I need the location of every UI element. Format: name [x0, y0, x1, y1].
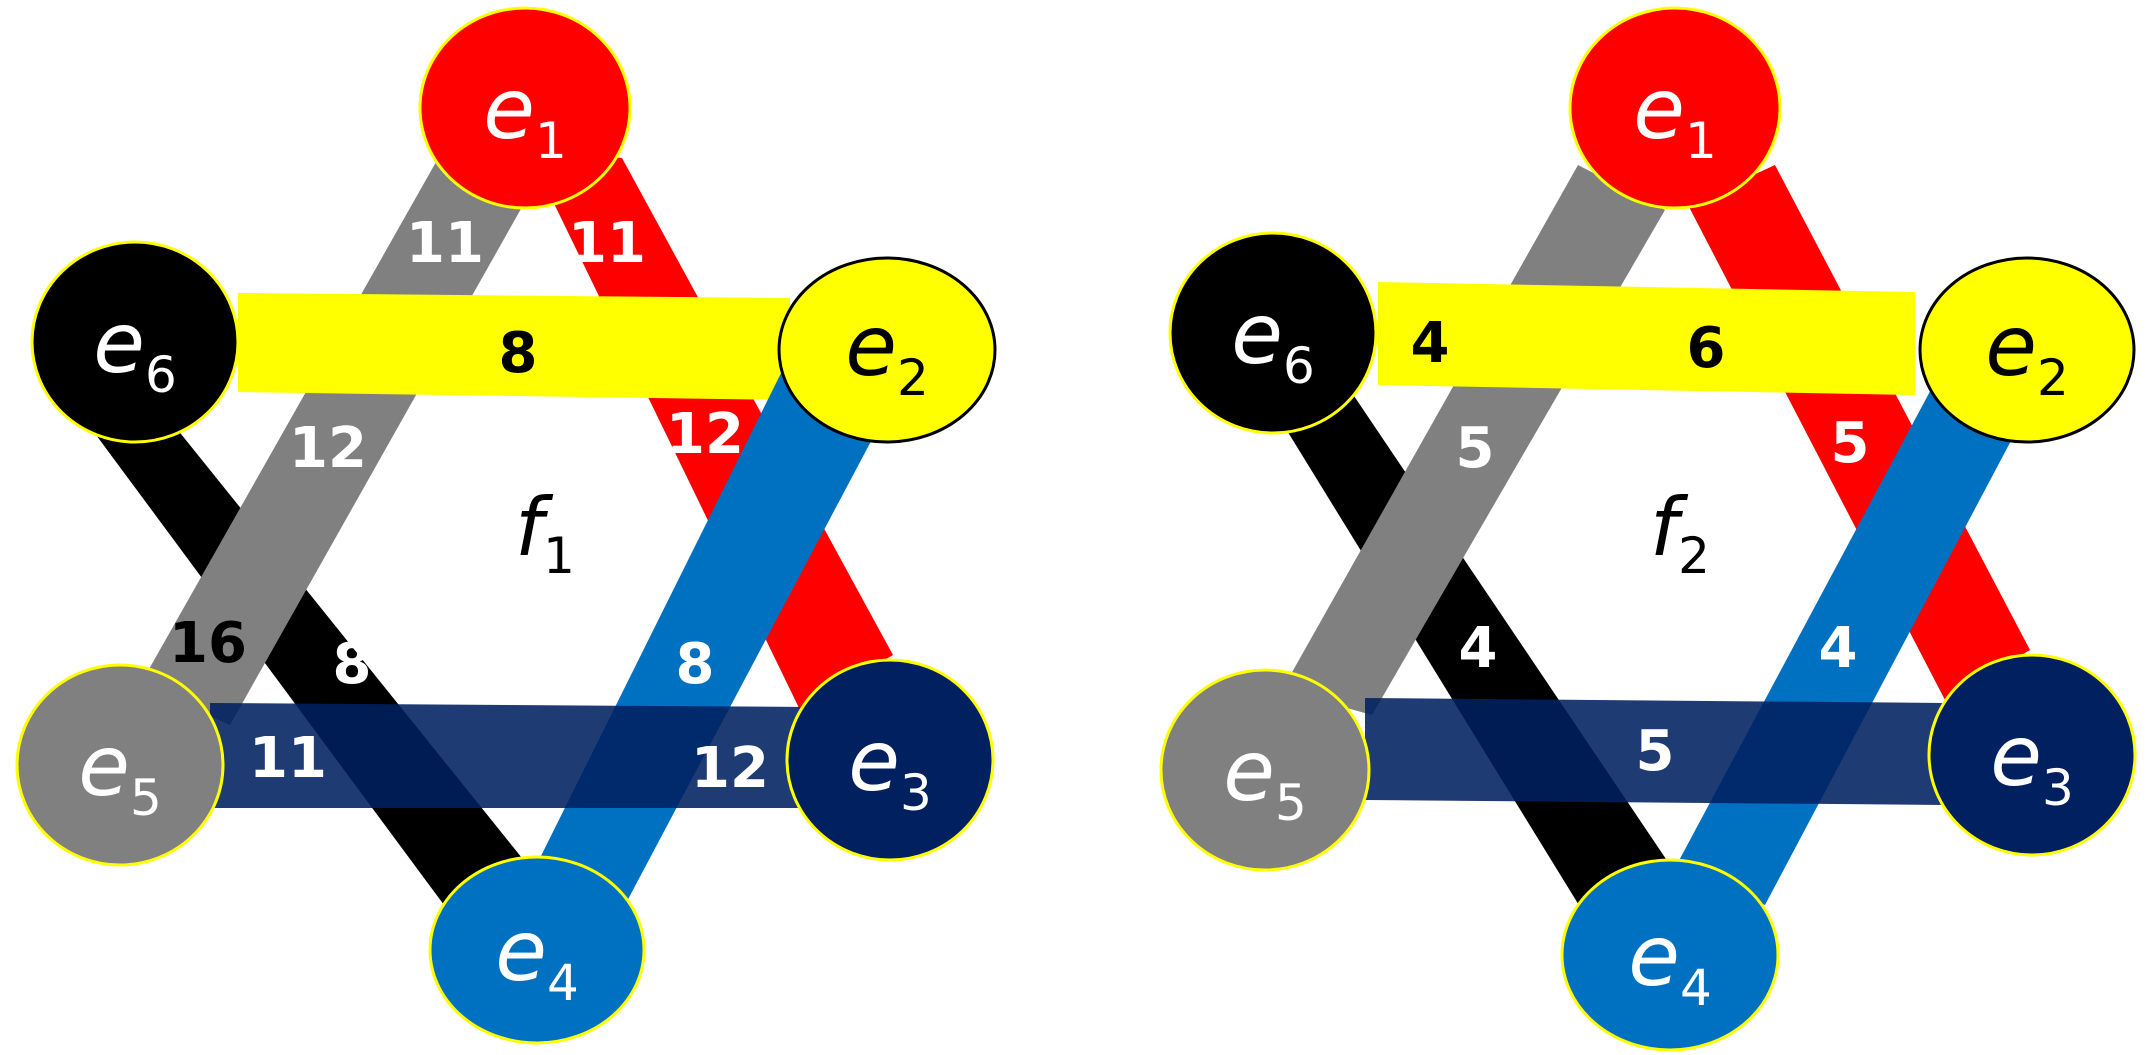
edge-label-blue: 8: [676, 632, 715, 697]
node-e4-label: e4: [495, 902, 579, 1012]
node-e6-circle: [1168, 231, 1378, 435]
node-e1: e1: [418, 6, 632, 210]
node-e1-label: e1: [1633, 60, 1717, 170]
edge-label-yellow-left: 4: [1411, 311, 1450, 376]
node-e2: e2: [777, 256, 997, 444]
diagram-left: e1 e2 e3 e4 e5 e6 11 11 8 12 12 16 8 8: [15, 6, 997, 1045]
edge-label-red-top: 11: [568, 211, 646, 276]
node-e1-label: e1: [483, 60, 567, 170]
node-e4-circle: [1560, 858, 1780, 1052]
node-e4-label: e4: [1628, 907, 1712, 1017]
node-e2-circle: [777, 256, 997, 444]
edge-label-navy-left: 11: [249, 726, 327, 791]
face-label-f2: f2: [1650, 481, 1710, 585]
node-e4-circle: [428, 855, 646, 1045]
node-e5: e5: [15, 663, 225, 867]
band-navy-e5-e3: [210, 703, 810, 808]
band-yellow-e6-e2: [238, 293, 790, 400]
edge-label-navy: 5: [1636, 719, 1675, 784]
node-e1: e1: [1568, 6, 1782, 210]
edge-label-yellow: 8: [499, 321, 538, 386]
node-e3-label: e3: [848, 712, 932, 822]
node-e2: e2: [1918, 256, 2136, 444]
node-e5-label: e5: [78, 717, 162, 827]
node-e2-circle: [1918, 256, 2136, 444]
node-e6: e6: [1168, 231, 1378, 435]
node-e3-label: e3: [1990, 707, 2074, 817]
band-navy-e5-e3: [1365, 698, 1945, 805]
diagram-right: e1 e2 e3 e4 e5 e6 4 6 5 5 4 4 5 f2: [1159, 6, 2137, 1052]
face-label-f1: f1: [515, 481, 575, 585]
edge-label-yellow-right: 6: [1687, 316, 1726, 381]
edge-label-blue: 4: [1819, 616, 1858, 681]
node-e4: e4: [1560, 858, 1780, 1052]
node-e3: e3: [785, 658, 995, 862]
node-e3: e3: [1927, 653, 2137, 857]
edge-label-gray-top: 11: [406, 211, 484, 276]
edge-label-red-mid: 12: [666, 402, 744, 467]
node-e3-circle: [785, 658, 995, 862]
node-e5-circle: [1159, 668, 1371, 872]
edge-label-black-mid: 8: [333, 632, 372, 697]
node-e6-label: e6: [93, 294, 177, 404]
node-e1-circle: [418, 6, 632, 210]
node-e6-label: e6: [1231, 285, 1315, 395]
node-e1-circle: [1568, 6, 1782, 210]
edge-label-navy-right: 12: [691, 736, 769, 801]
node-e5-circle: [15, 663, 225, 867]
node-e2-label: e2: [845, 297, 929, 407]
node-e2-label: e2: [1985, 297, 2069, 407]
node-e6-circle: [30, 240, 240, 444]
node-e5-label: e5: [1223, 722, 1307, 832]
edge-label-gray: 5: [1456, 416, 1495, 481]
node-e6: e6: [30, 240, 240, 444]
band-yellow-e6-e2: [1378, 282, 1915, 395]
node-e4: e4: [428, 855, 646, 1045]
node-e5: e5: [1159, 668, 1371, 872]
edge-label-black-left: 16: [169, 611, 247, 676]
edge-label-black: 4: [1459, 616, 1498, 681]
edge-label-red: 5: [1831, 411, 1870, 476]
edge-label-gray-mid: 12: [289, 416, 367, 481]
node-e3-circle: [1927, 653, 2137, 857]
